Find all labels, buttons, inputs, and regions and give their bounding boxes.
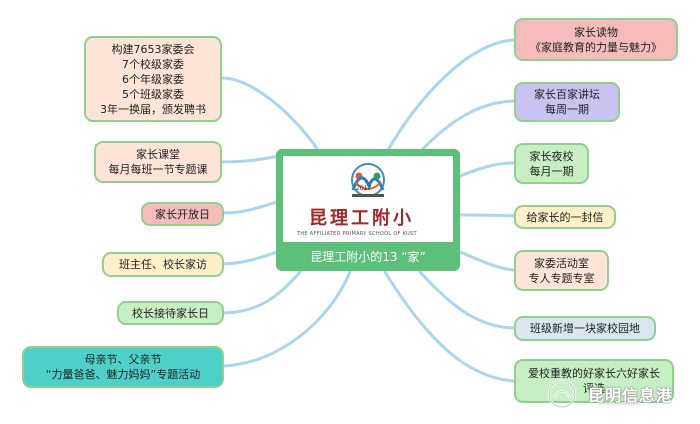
node-text-line: 家长课堂	[136, 148, 180, 161]
node-committee-room[interactable]: 家委活动室 专人专题专室	[514, 250, 609, 291]
connector-right-1	[386, 38, 516, 152]
watermark: 昆明信息港 www.kunming.cn	[540, 378, 690, 410]
central-node-title: 昆理工附小的13 “家”	[310, 250, 426, 264]
node-text-line: 家委活动室	[534, 256, 589, 270]
node-class-garden[interactable]: 班级新增一块家校园地	[514, 316, 656, 341]
node-parent-reading[interactable]: 家长读物 《家庭教育的力量与魅力》	[514, 18, 678, 61]
node-letter-to-parents[interactable]: 给家长的一封信	[514, 205, 616, 229]
node-parent-committee[interactable]: 构建7653家委会 7个校级家委 6个年级家委 5个班级家委 3年一换届，颁发聘…	[84, 36, 222, 122]
node-text-line: 母亲节、父亲节	[84, 353, 162, 366]
node-night-school[interactable]: 家长夜校 每月一期	[514, 143, 589, 184]
node-home-visit[interactable]: 班主任、校长家访	[102, 252, 224, 277]
node-parent-lecture[interactable]: 家长百家讲坛 每周一期	[514, 82, 620, 122]
node-good-parents[interactable]: 爱校重教的好家长六好家长 评选	[514, 359, 674, 403]
connector-right-3	[453, 161, 516, 180]
node-text-line: 班级新增一块家校园地	[530, 322, 640, 335]
connector-right-7	[383, 270, 516, 383]
connector-left-4	[222, 248, 285, 266]
node-text-line: 家长开放日	[155, 207, 210, 221]
node-text-line: 构建7653家委会	[111, 42, 195, 56]
node-text-line: 专人专题专室	[528, 271, 595, 285]
node-text-line: 家长读物	[574, 25, 618, 39]
node-text-line: 爱校重教的好家长六好家长	[528, 367, 660, 380]
logo-calligraphy: 昆理工附小	[309, 208, 414, 229]
connector-right-4	[458, 213, 516, 218]
node-parent-class[interactable]: 家长课堂 每月每班一节专题课	[94, 141, 222, 183]
node-text-line: “力量爸爸、魅力妈妈”专题活动	[45, 368, 201, 381]
connector-left-6	[222, 270, 352, 368]
node-text-line: 校长接待家长日	[132, 306, 209, 320]
node-text-line: 班主任、校长家访	[119, 258, 207, 271]
connector-right-2	[418, 99, 516, 154]
logo-emblem-icon	[351, 163, 385, 197]
node-text-line: 3年一换届，颁发聘书	[100, 102, 206, 116]
connector-left-5	[222, 270, 302, 315]
node-principal-reception[interactable]: 校长接待家长日	[117, 301, 224, 325]
node-text-line: 每周一期	[545, 103, 589, 116]
node-text-line: 5个班级家委	[122, 87, 184, 101]
node-parents-day-activity[interactable]: 母亲节、父亲节 “力量爸爸、魅力妈妈”专题活动	[22, 346, 224, 388]
school-logo: 2017 昆理工附小 THE AFFILIATED PRIMARY SCHOOL…	[283, 156, 453, 242]
node-text-line: 给家长的一封信	[526, 210, 604, 224]
node-text-line: 每月每班一节专题课	[108, 163, 208, 176]
node-text-line: 家长夜校	[529, 149, 574, 163]
connector-left-3	[222, 198, 285, 215]
logo-year: 2017	[356, 185, 372, 192]
node-text-line: 家长百家讲坛	[534, 88, 600, 101]
node-text-line: 7个校级家委	[122, 57, 184, 71]
logo-english-name: THE AFFILIATED PRIMARY SCHOOL OF KUST	[297, 231, 417, 237]
node-text-line: 《家庭教育的力量与魅力》	[530, 40, 662, 54]
connector-left-1	[220, 76, 320, 152]
watermark-logo-icon	[547, 379, 577, 409]
watermark-text: 昆明信息港	[588, 386, 674, 405]
node-text-line: 评选	[583, 382, 605, 395]
central-node[interactable]: 2017 昆理工附小 THE AFFILIATED PRIMARY SCHOOL…	[276, 149, 460, 271]
node-text-line: 6个年级家委	[122, 72, 184, 86]
connector-right-6	[418, 270, 516, 330]
watermark-sub: www.kunming.cn	[598, 401, 641, 407]
node-open-day[interactable]: 家长开放日	[141, 202, 224, 226]
node-text-line: 每月一期	[529, 164, 574, 178]
connector-right-5	[453, 248, 516, 272]
